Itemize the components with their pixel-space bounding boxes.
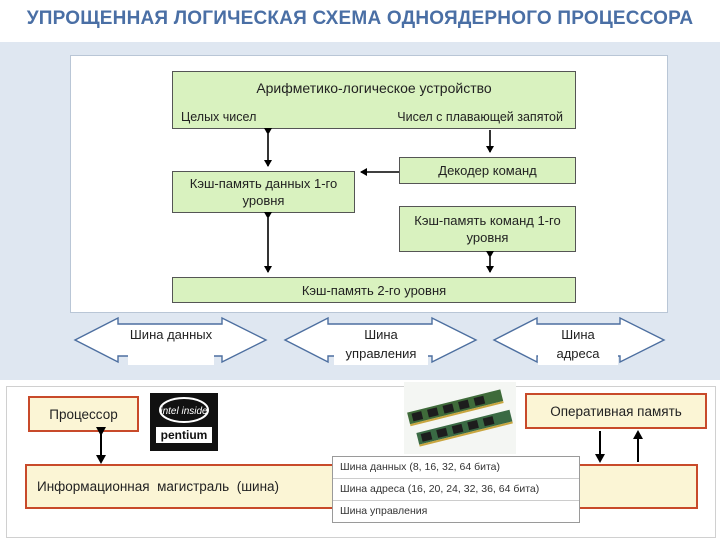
alu-float-label: Чисел с плавающей запятой (397, 110, 563, 124)
cache-l2-label: Кэш-память 2-го уровня (301, 282, 447, 298)
data-cache-l1-label: Кэш-память данных 1-го уровня (189, 176, 338, 208)
ram-modules-image (404, 382, 516, 454)
processor-label: Процессор (49, 406, 118, 422)
data-cache-l1-box: Кэш-память данных 1-го уровня (172, 171, 355, 213)
legend-control-bus: Шина управления (340, 505, 428, 517)
instruction-decoder-box: Декодер команд (399, 157, 576, 184)
control-bus-label: Шина управления (334, 325, 428, 365)
processor-box: Процессор (28, 396, 139, 432)
page-title: УПРОЩЕННАЯ ЛОГИЧЕСКАЯ СХЕМА ОДНОЯДЕРНОГО… (26, 8, 694, 29)
svg-text:intel inside: intel inside (160, 406, 208, 417)
bus-legend: Шина данных (8, 16, 32, 64 бита) Шина ад… (332, 456, 580, 523)
instruction-cache-l1-box: Кэш-память команд 1-го уровня (399, 206, 576, 252)
ram-label: Оперативная память (550, 403, 682, 419)
legend-address-bus: Шина адреса (16, 20, 24, 32, 36, 64 бита… (333, 479, 579, 501)
data-bus-label: Шина данных (128, 325, 214, 365)
intel-pentium-logo: intel inside pentium (150, 393, 218, 451)
ram-box: Оперативная память (525, 393, 707, 429)
instruction-decoder-label: Декодер команд (438, 163, 537, 178)
cache-l2-box: Кэш-память 2-го уровня (172, 277, 576, 303)
diagram-arrows (264, 128, 494, 273)
system-bus-label: Информационная магистраль (шина) (37, 479, 280, 494)
svg-text:pentium: pentium (161, 428, 208, 442)
address-bus-label: Шина адреса (538, 325, 618, 365)
alu-integer-label: Целых чисел (181, 110, 257, 124)
alu-title: Арифметико-логическое устройство (256, 80, 492, 96)
alu-box: Арифметико-логическое устройство Целых ч… (172, 71, 576, 129)
instruction-cache-l1-label: Кэш-память команд 1-го уровня (414, 213, 561, 245)
legend-data-bus: Шина данных (8, 16, 32, 64 бита) (333, 457, 579, 479)
